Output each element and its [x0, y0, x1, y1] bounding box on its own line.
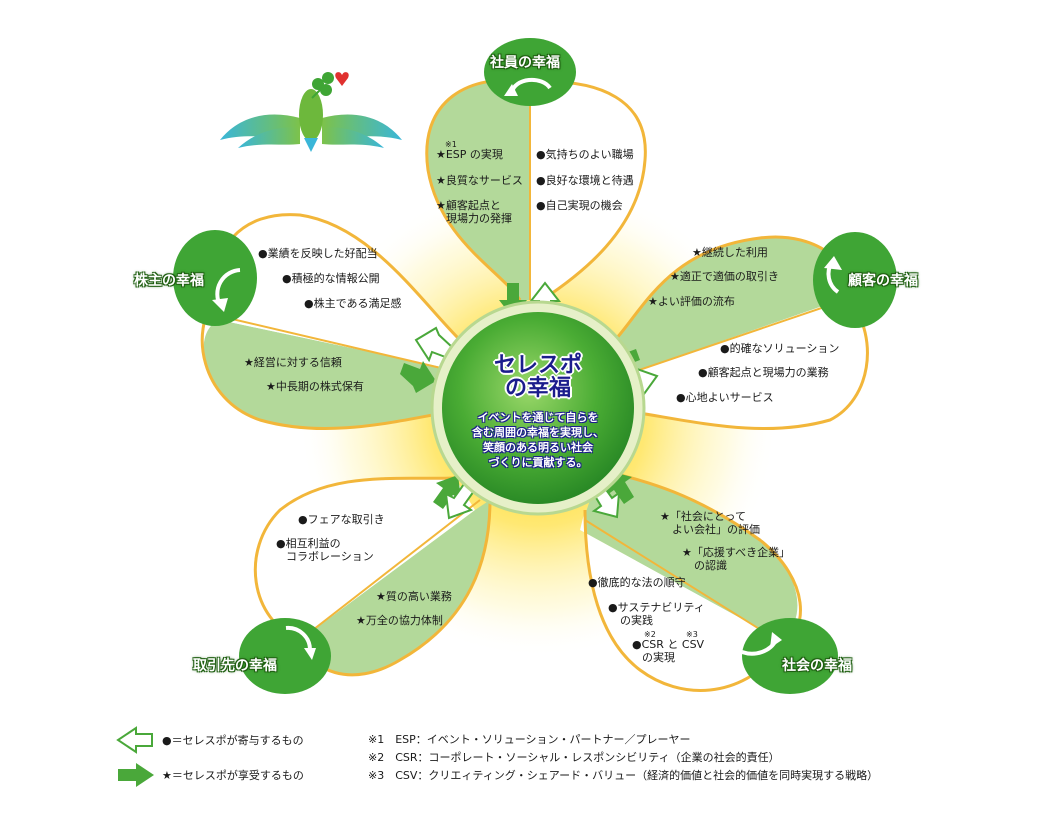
petal-shareholders	[200, 213, 462, 431]
shareholders-contribute-item: ●積極的な情報公開	[282, 272, 380, 285]
title-partners: 取引先の幸福	[193, 658, 277, 674]
society-receive-item: ★「社会にとって	[660, 510, 746, 523]
society-receive-item: よい会社」の評価	[672, 523, 760, 536]
arrow-out-icon	[444, 482, 476, 520]
employees-contribute-item: ●自己実現の機会	[536, 199, 623, 212]
bird-clover-logo	[220, 72, 402, 152]
employees-receive-item: 現場力の発揮	[446, 212, 512, 225]
circle-partners	[239, 618, 331, 694]
center-desc-line: イベントを通じて自らを	[477, 411, 599, 424]
cycle-arrow-icon	[285, 625, 313, 651]
society-contribute-item: ●CSR と CSV	[632, 638, 705, 651]
customers-contribute-item: ●的確なソリューション	[720, 342, 840, 355]
circle-society	[741, 618, 838, 694]
partners-contribute-item: コラボレーション	[286, 550, 374, 563]
title-society: 社会の幸福	[782, 658, 852, 674]
center-title-line1: セレスポ	[493, 353, 582, 378]
customers-receive-item: ★よい評価の流布	[648, 295, 735, 308]
footnote-csv: ※3 CSV：クリエィティング・シェアード・バリュー（経済的価値と社会的価値を同…	[368, 769, 879, 782]
shareholders-contribute-item: ●株主である満足感	[304, 297, 402, 310]
customers-contribute-item: ●心地よいサービス	[676, 391, 774, 404]
society-contribute-item: の実現	[642, 651, 675, 664]
partners-contribute-item: ●フェアな取引き	[298, 513, 385, 526]
title-customers: 顧客の幸福	[848, 273, 918, 289]
customers-contribute-item: ●顧客起点と現場力の業務	[698, 366, 829, 379]
petal-employees	[425, 78, 647, 302]
society-contribute-item: ●サステナビリティ	[608, 601, 705, 614]
arrow-in-icon	[499, 283, 527, 318]
employees-contribute-item: ●良好な環境と待遇	[536, 174, 634, 187]
center-title-line2: の幸福	[504, 376, 571, 401]
center-title: セレスポ の幸福	[430, 354, 646, 400]
center-circle	[442, 312, 634, 504]
legend-contributes: ●＝セレスポが寄与するもの	[162, 734, 304, 747]
footnote-esp: ※1 ESP：イベント・ソリューション・パートナー／プレーヤー	[368, 733, 691, 746]
center-desc-line: 笑顔のある明るい社会	[483, 441, 593, 454]
customers-receive-item: ★継続した利用	[692, 246, 768, 259]
circle-customers	[813, 232, 897, 328]
footnote-csr: ※2 CSR：コーポレート・ソーシャル・レスポンシビリティ（企業の社会的責任）	[368, 751, 780, 764]
note-mark-esp: ※1	[445, 140, 457, 149]
arrow-in-icon	[433, 475, 461, 509]
employees-receive-item: ★顧客起点と	[436, 199, 501, 212]
circle-shareholders	[173, 230, 257, 326]
note-mark-csv: ※3	[686, 630, 698, 639]
partners-contribute-item: ●相互利益の	[276, 537, 341, 550]
petal-society	[580, 468, 802, 692]
shareholders-contribute-item: ●業績を反映した好配当	[258, 247, 378, 260]
employees-receive-item: ★ESP の実現	[436, 148, 503, 161]
society-contribute-item: の実践	[620, 614, 653, 627]
legend-arrow-in-icon	[118, 763, 154, 787]
employees-contribute-item: ●気持ちのよい職場	[536, 148, 634, 161]
circle-employees	[484, 38, 576, 106]
society-receive-item: ★「応援すべき企業」	[682, 546, 791, 559]
note-mark-csr: ※2	[644, 630, 656, 639]
title-employees: 社員の幸福	[490, 55, 560, 71]
title-shareholders: 株主の幸福	[134, 273, 204, 289]
shareholders-receive-item: ★中長期の株式保有	[266, 380, 364, 393]
legend-arrow-out-icon	[116, 726, 153, 754]
arrow-in-icon	[400, 361, 436, 393]
customers-receive-item: ★適正で適価の取引き	[670, 270, 779, 283]
center-desc-line: 含む周囲の幸福を実現し、	[472, 426, 604, 439]
society-contribute-item: ●徹底的な法の順守	[588, 576, 686, 589]
center-desc-line: づくりに貢献する。	[488, 456, 588, 469]
legend-receives: ★＝セレスポが享受するもの	[162, 769, 304, 782]
partners-receive-item: ★質の高い業務	[376, 590, 452, 603]
partners-receive-item: ★万全の協力体制	[356, 614, 443, 627]
society-receive-item: の認識	[694, 559, 727, 572]
employees-receive-item: ★良質なサービス	[436, 174, 523, 187]
shareholders-receive-item: ★経営に対する信頼	[244, 356, 342, 369]
petal-customers	[604, 235, 869, 431]
center-description: イベントを通じて自らを 含む周囲の幸福を実現し、 笑顔のある明るい社会 づくりに…	[440, 410, 636, 470]
